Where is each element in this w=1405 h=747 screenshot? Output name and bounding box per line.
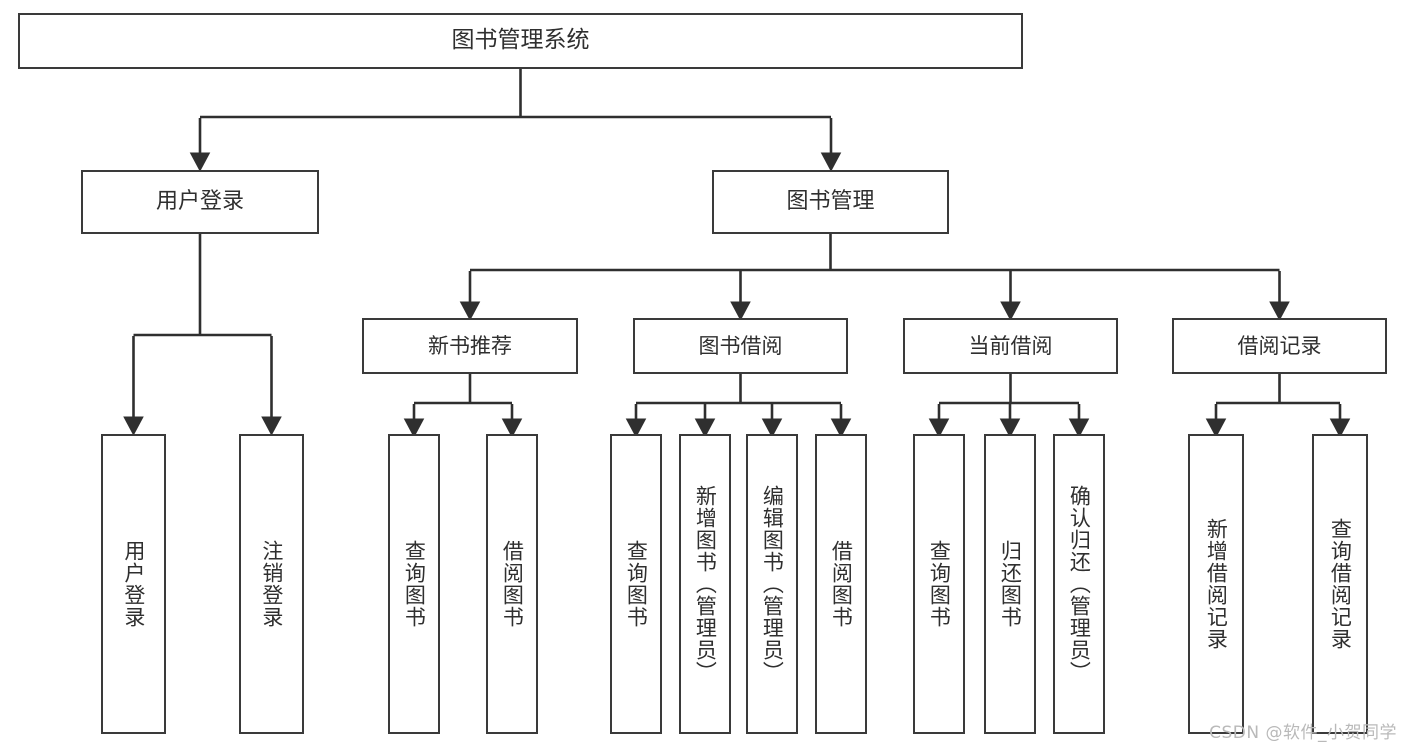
- leaf-return-book[interactable]: 归还图书: [984, 434, 1036, 734]
- leaf-logout[interactable]: 注销登录: [239, 434, 304, 734]
- node-borrow-record[interactable]: 借阅记录: [1172, 318, 1387, 374]
- leaf-query-book-recommend[interactable]: 查询图书: [388, 434, 440, 734]
- leaf-query-book-borrow[interactable]: 查询图书: [610, 434, 662, 734]
- node-root-system[interactable]: 图书管理系统: [18, 13, 1023, 69]
- edge-newbookrec-to-leaves: [403, 374, 523, 438]
- leaf-edit-book-admin[interactable]: 编辑图书（管理员）: [746, 434, 798, 734]
- edge-borrowrecord-to-leaves: [1205, 374, 1351, 438]
- leaf-borrow-book-recommend[interactable]: 借阅图书: [486, 434, 538, 734]
- node-book-management[interactable]: 图书管理: [712, 170, 949, 234]
- edge-userlogin-to-leaves: [123, 234, 282, 436]
- leaf-user-login[interactable]: 用户登录: [101, 434, 166, 734]
- node-user-login[interactable]: 用户登录: [81, 170, 319, 234]
- edge-root-to-level2: [189, 69, 842, 172]
- edge-bookmanage-to-level3: [459, 234, 1290, 321]
- leaf-confirm-return-admin[interactable]: 确认归还（管理员）: [1053, 434, 1105, 734]
- node-new-book-recommend[interactable]: 新书推荐: [362, 318, 578, 374]
- edge-currentborrow-to-leaves: [928, 374, 1090, 438]
- edge-bookborrow-to-leaves: [625, 374, 852, 438]
- watermark-credit: CSDN @软件_小贺同学: [1209, 723, 1397, 743]
- leaf-query-borrow-record[interactable]: 查询借阅记录: [1312, 434, 1368, 734]
- node-current-borrow[interactable]: 当前借阅: [903, 318, 1118, 374]
- node-book-borrow[interactable]: 图书借阅: [633, 318, 848, 374]
- leaf-borrow-book[interactable]: 借阅图书: [815, 434, 867, 734]
- leaf-add-book-admin[interactable]: 新增图书（管理员）: [679, 434, 731, 734]
- leaf-query-book-current[interactable]: 查询图书: [913, 434, 965, 734]
- leaf-add-borrow-record[interactable]: 新增借阅记录: [1188, 434, 1244, 734]
